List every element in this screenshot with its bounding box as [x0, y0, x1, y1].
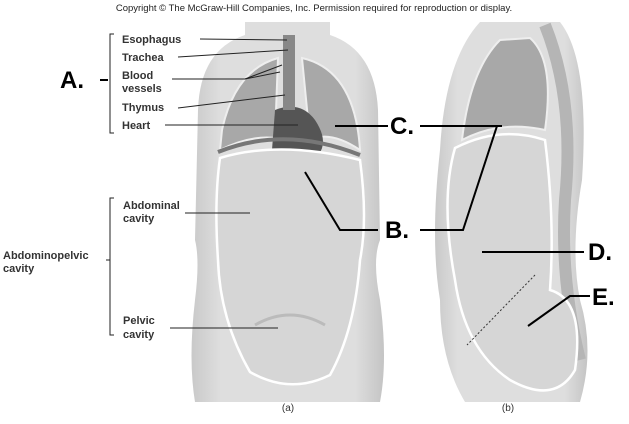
label-abdominal-cavity-2: cavity — [123, 213, 155, 225]
label-heart: Heart — [122, 120, 150, 132]
caption-front-view: (a) — [282, 403, 294, 414]
label-abdominal-cavity: Abdominal — [123, 200, 180, 212]
label-blood-vessels-2: vessels — [122, 83, 162, 95]
side-lung — [460, 36, 549, 142]
diaphragm — [217, 137, 361, 157]
copyright-notice: Copyright © The McGraw-Hill Companies, I… — [116, 3, 512, 14]
leader-lines — [106, 33, 298, 336]
quiz-label-c: C. — [390, 113, 414, 140]
quiz-label-d: D. — [588, 239, 612, 266]
abdominal-outline — [215, 148, 366, 386]
quiz-label-b: B. — [385, 217, 409, 244]
quiz-label-e: E. — [592, 284, 615, 311]
label-abdominopelvic-2: cavity — [3, 263, 35, 275]
label-pelvic-cavity: Pelvic — [123, 315, 155, 327]
label-trachea: Trachea — [122, 52, 164, 64]
label-thymus: Thymus — [122, 102, 164, 114]
caption-side-view: (b) — [502, 403, 514, 414]
quiz-leader-lines — [100, 79, 590, 327]
side-view-torso — [435, 22, 588, 402]
left-lung — [218, 56, 280, 152]
pelvic-boundary-dashed — [466, 274, 536, 346]
label-abdominopelvic: Abdominopelvic — [3, 250, 89, 262]
label-blood-vessels: Blood — [122, 70, 153, 82]
quiz-label-a: A. — [60, 67, 84, 94]
label-esophagus: Esophagus — [122, 34, 181, 46]
side-abdominal-outline — [446, 132, 579, 392]
label-pelvic-cavity-2: cavity — [123, 329, 155, 341]
trachea-shape — [283, 35, 295, 110]
